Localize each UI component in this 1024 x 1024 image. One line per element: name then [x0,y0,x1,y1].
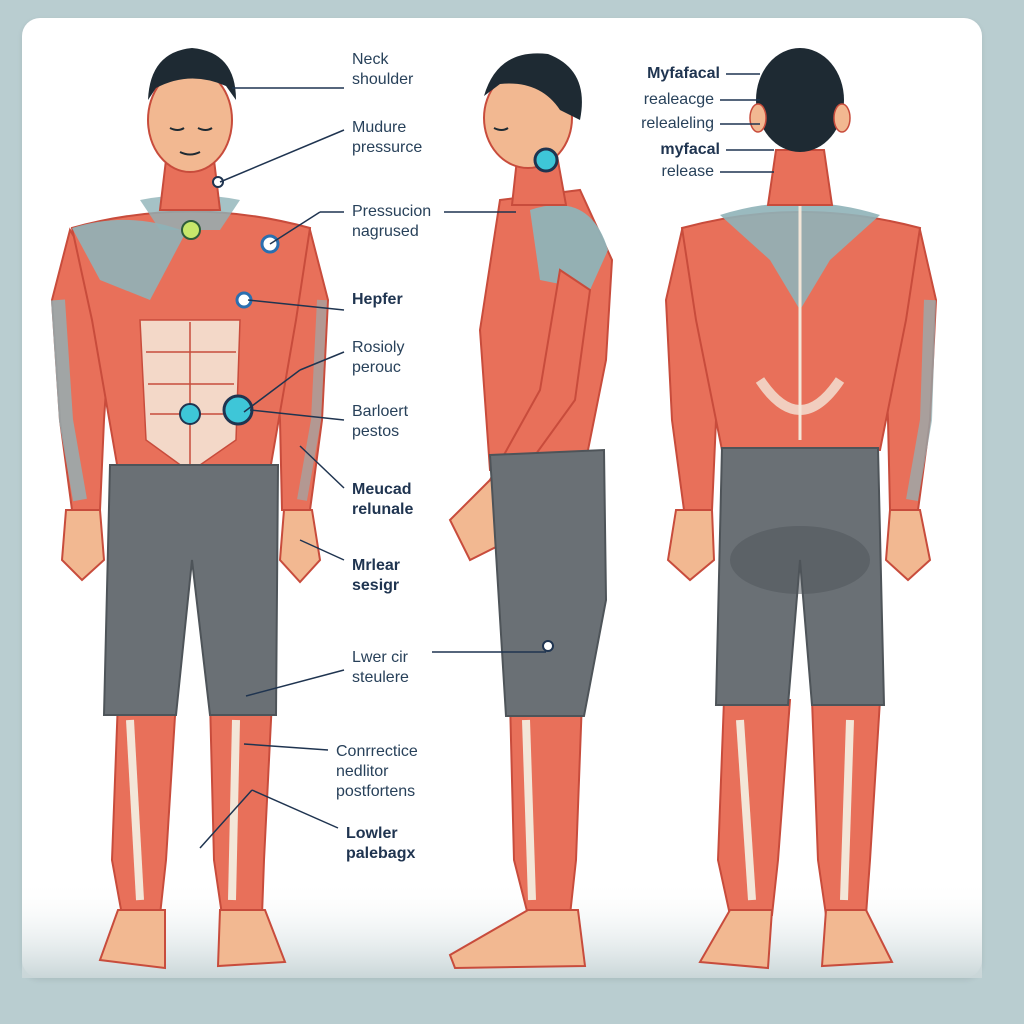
side-leg [508,699,584,916]
back-right-hand [884,509,932,582]
back-right-foot [820,909,894,968]
label-release-1: realeacge [643,91,714,108]
back-left-foot [698,909,774,970]
side-hair [484,53,582,121]
front-marker-neck [212,176,224,188]
front-marker-chest [181,220,201,240]
front-right-foot [216,909,287,968]
label-helper: Hepfer [352,291,403,308]
side-marker-neck [533,147,559,173]
front-right-hand [278,509,322,584]
side-shorts [488,448,608,717]
side-figure [448,53,614,970]
back-head-hair [756,48,844,152]
label-releasing: relealeling [641,115,714,132]
front-shorts [102,464,280,716]
front-left-hand [60,509,106,582]
front-hair [148,48,236,100]
side-marker-thigh [542,640,554,652]
side-foot [448,909,587,970]
front-figure [50,48,330,970]
front-left-foot [98,909,166,970]
label-myofascial-1: Myfafacal [647,65,720,82]
label-release-2: release [661,163,714,180]
back-left-hand [666,509,716,582]
back-shorts [714,447,886,706]
back-figure [664,48,938,970]
front-right-leg [208,699,274,916]
label-myofascial-2: myfacal [660,141,720,158]
leader-lines [199,73,774,849]
front-marker-abs-left [179,403,201,425]
